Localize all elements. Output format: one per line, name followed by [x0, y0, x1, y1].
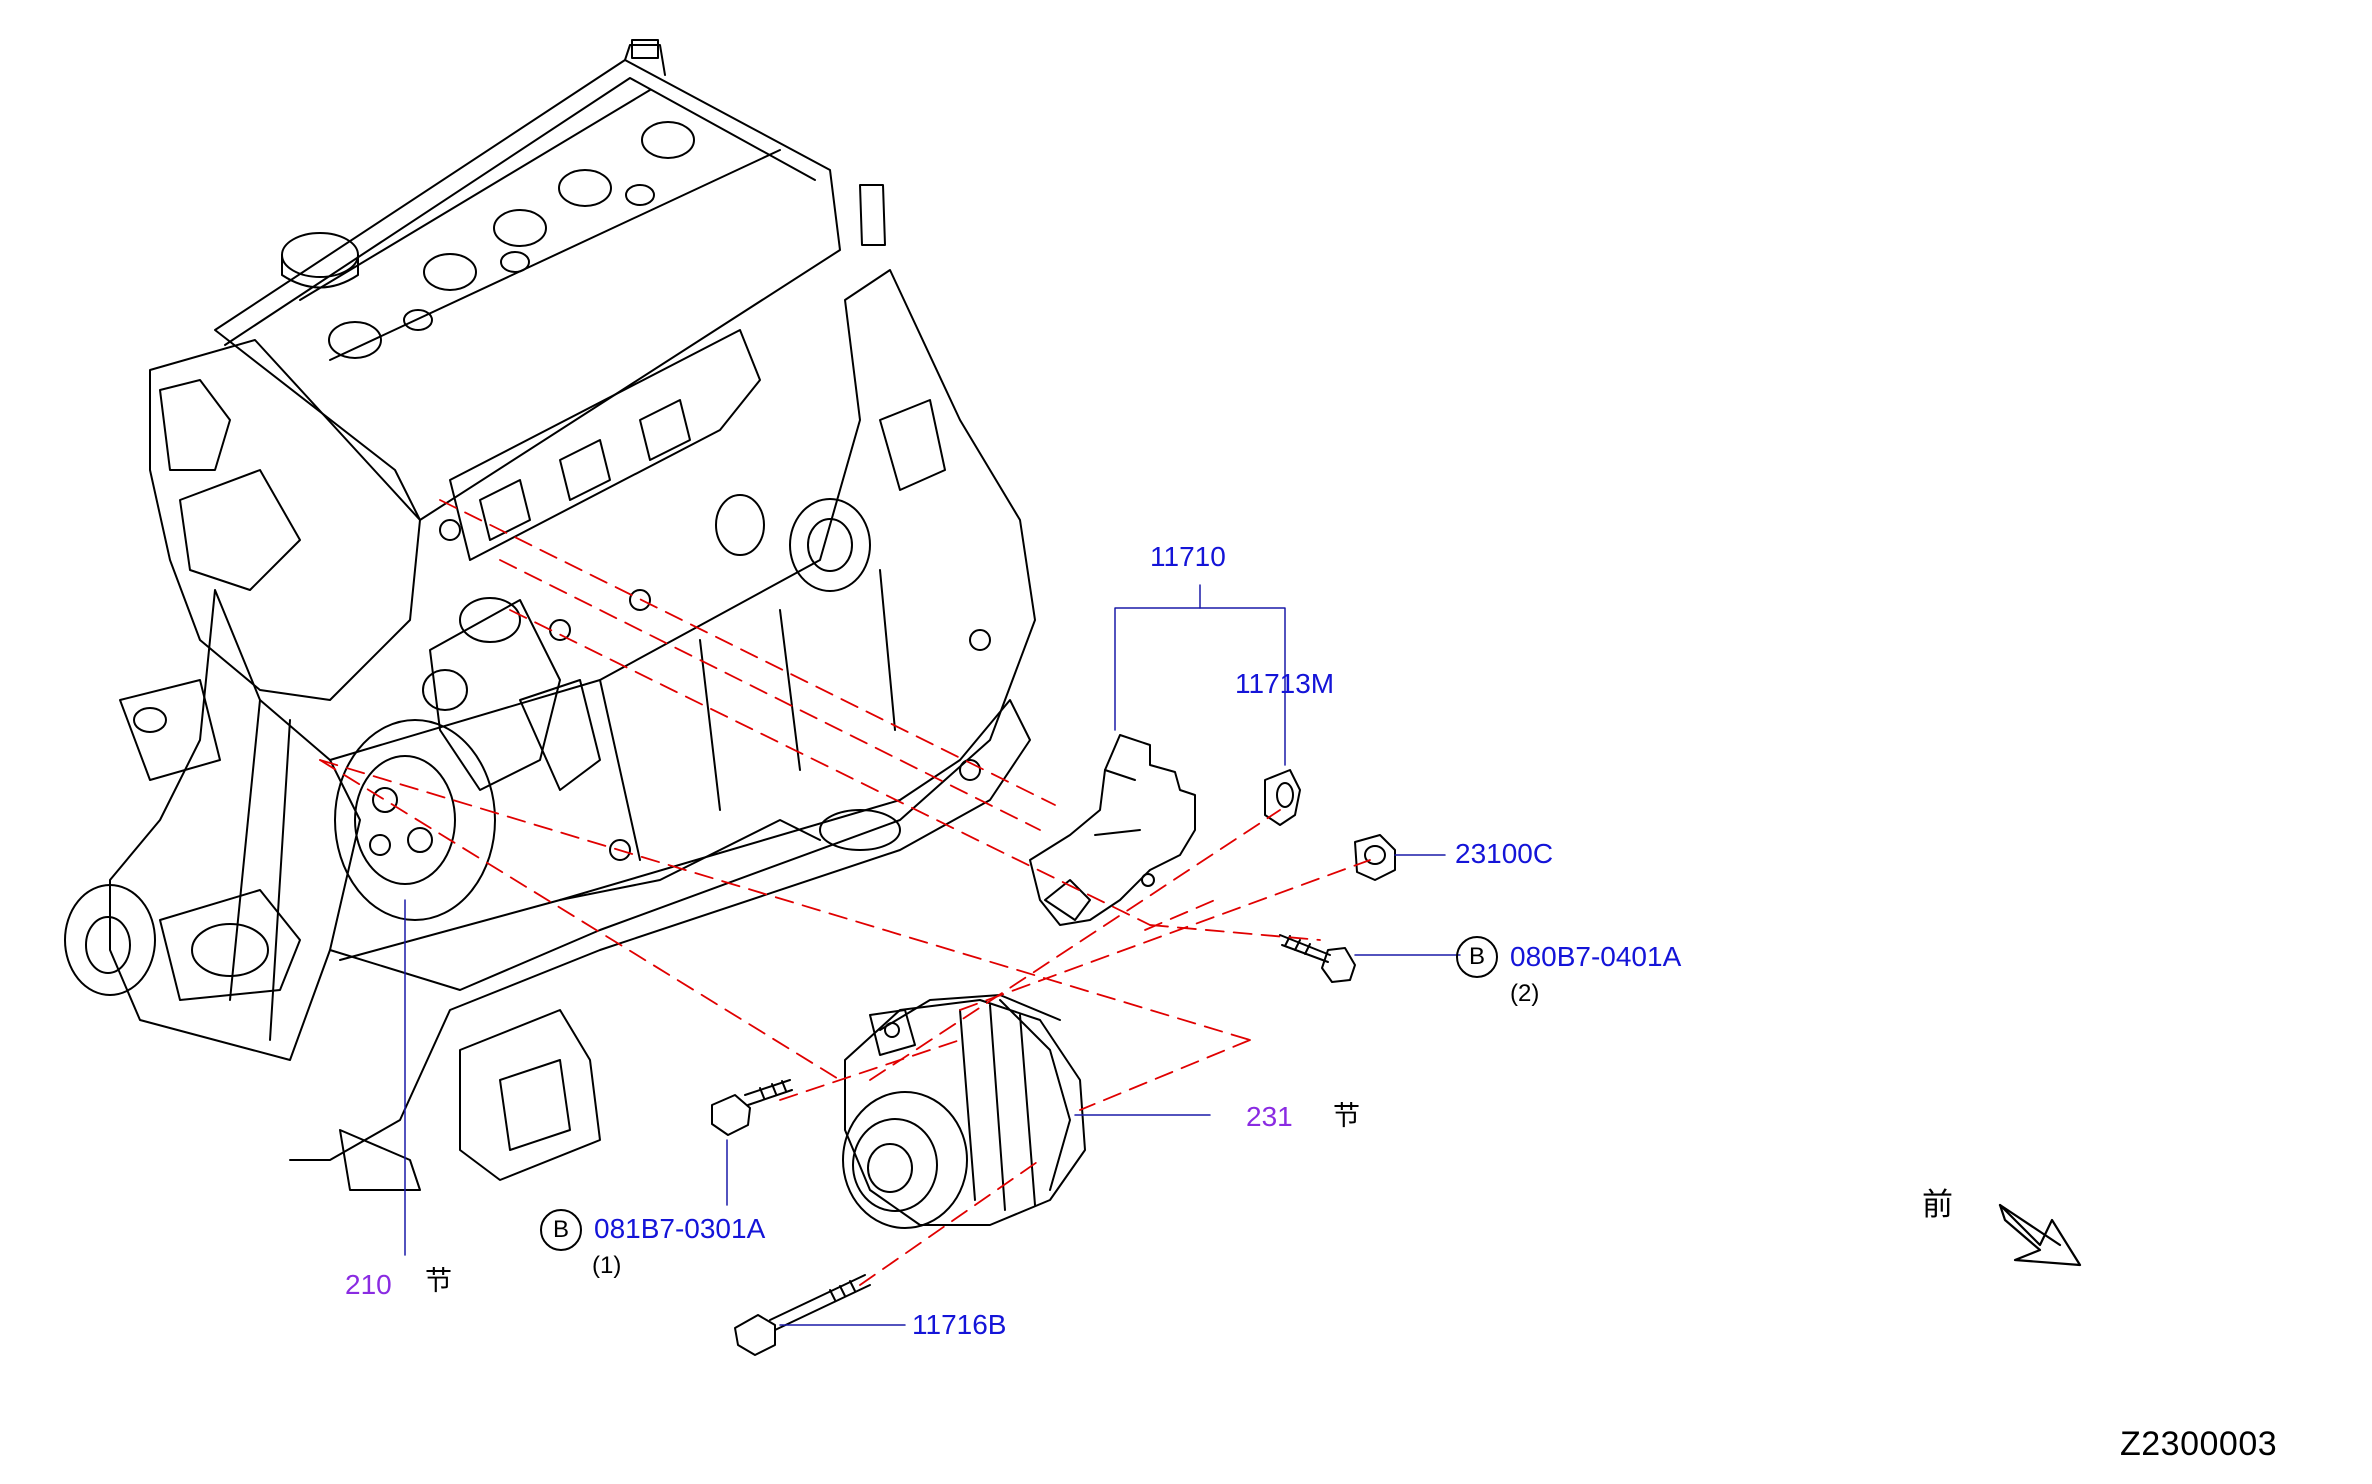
- bolt-081b7: [711, 1079, 793, 1136]
- figure-code: Z2300003: [2120, 1425, 2278, 1463]
- alternator: [842, 994, 1086, 1229]
- qty-080b7: (2): [1510, 980, 1540, 1007]
- section-ref-210[interactable]: 210: [345, 1269, 392, 1300]
- part-label-080b7-0401a[interactable]: 080B7-0401A: [1510, 941, 1682, 972]
- leader-lines: [404, 584, 1461, 1326]
- front-label: 前: [1922, 1187, 1953, 1223]
- qty-081b7: (1): [592, 1252, 622, 1279]
- bolt-080b7: [1279, 934, 1356, 983]
- bolt-mark-b-1: B: [1456, 936, 1498, 978]
- section-mark-231: 节: [1333, 1101, 1360, 1132]
- alternator-bracket: [1029, 734, 1196, 926]
- part-label-23100c[interactable]: 23100C: [1455, 838, 1554, 869]
- nut-part: [1354, 834, 1396, 881]
- part-label-081b7-0301a[interactable]: 081B7-0301A: [594, 1213, 766, 1244]
- front-arrow-icon: [1998, 1203, 2082, 1267]
- assembly-guide-lines: [319, 499, 1371, 1286]
- part-label-11713m[interactable]: 11713M: [1235, 668, 1335, 699]
- bolt-11716b: [734, 1274, 871, 1356]
- engine-assembly: [64, 39, 1036, 1191]
- bolt-mark-b-2: B: [540, 1209, 582, 1251]
- section-ref-231[interactable]: 231: [1246, 1101, 1293, 1132]
- part-label-11710[interactable]: 11710: [1150, 541, 1226, 572]
- section-mark-210: 节: [425, 1266, 452, 1297]
- part-label-11716b[interactable]: 11716B: [912, 1309, 1007, 1340]
- bushing-part: [1264, 769, 1301, 826]
